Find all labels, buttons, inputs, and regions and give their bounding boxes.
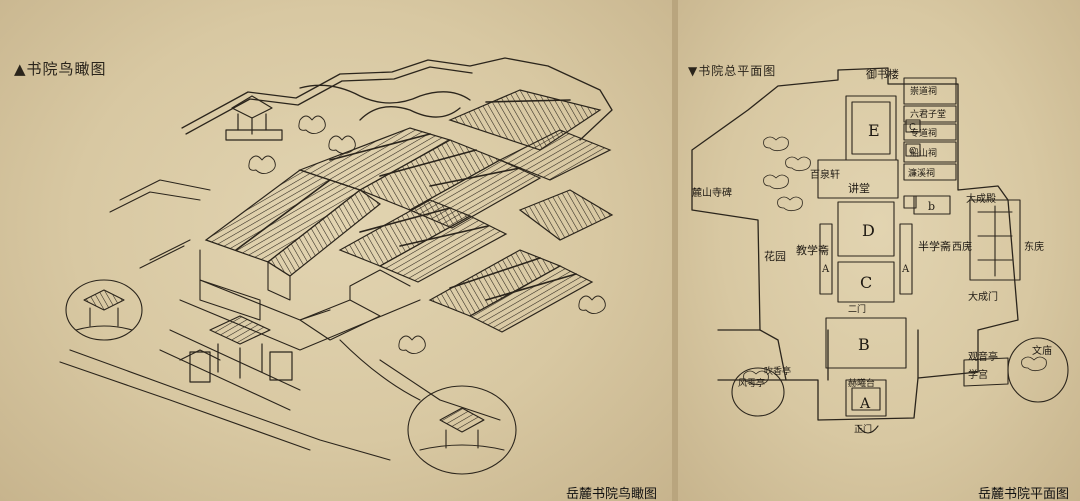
label-wenmiao: 文庙 <box>1032 344 1052 357</box>
plan-buildings <box>817 77 1021 417</box>
trees <box>248 115 606 355</box>
label-liuquanzi: 六君子堂 <box>910 108 946 120</box>
label-dachengmen: 大成门 <box>968 290 998 303</box>
label-banxuezhai: 半学斋 <box>918 239 951 253</box>
site-boundary <box>691 67 1019 421</box>
roof-masses <box>204 89 614 333</box>
site-plan-title: ▼书院总平面图 <box>688 64 777 78</box>
front-gate <box>179 315 293 383</box>
label-xueyuan: 学宫 <box>968 368 988 381</box>
label-xiwu: 西庑 <box>952 240 972 253</box>
panel-divider <box>672 0 678 501</box>
block-b-small: b <box>928 200 935 213</box>
courtyard-walls <box>159 249 421 411</box>
label-chongdaoci: 崇道祠 <box>910 85 937 97</box>
paths <box>59 179 501 461</box>
plan-circles <box>731 337 1069 434</box>
birds-eye-panel: ▲书院鸟瞰图 <box>0 0 672 501</box>
site-plan-panel: ▼书院总平面图 <box>678 0 1080 501</box>
block-e: E <box>868 121 880 140</box>
site-plan-caption: 岳麓书院平面图 <box>978 487 1070 501</box>
label-hexizhai: 赫曦台 <box>848 377 875 389</box>
birds-eye-caption: 岳麓书院鸟瞰图 <box>566 487 658 501</box>
birds-eye-sketch <box>59 57 614 475</box>
label-yidaoci: 专道祠 <box>910 127 937 139</box>
block-a-east: A <box>901 264 910 275</box>
block-c: C <box>860 273 872 292</box>
label-ermen: 二门 <box>848 303 866 315</box>
vignette-left <box>65 279 143 341</box>
label-fengyuting: 风雩亭 <box>738 377 765 389</box>
triangle-down-icon: ▼ <box>688 64 699 78</box>
triangle-up-icon: ▲ <box>14 60 27 78</box>
label-jiaoxuezhai: 教学斋 <box>796 243 829 257</box>
block-c-small-1: C <box>909 123 916 133</box>
label-baiquanxuan: 百泉轩 <box>810 168 840 181</box>
label-lushanke: 麓山寺碑 <box>692 186 732 199</box>
block-c-small-2: C <box>909 147 916 157</box>
label-jiangtang: 讲堂 <box>848 181 870 195</box>
plan-labels: 御书楼 崇道祠 六君子堂 专道祠 船山祠 濂溪祠 百泉轩 讲堂 麓山寺碑 花园 … <box>692 67 1052 435</box>
label-huayuan: 花园 <box>764 250 786 263</box>
block-a-west: A <box>821 264 830 275</box>
label-zhaoge: 观音亭 <box>968 350 998 363</box>
back-wall <box>181 57 613 141</box>
label-yushulou: 御书楼 <box>866 67 899 81</box>
block-d: D <box>862 221 875 240</box>
ridges <box>235 99 577 301</box>
block-b: B <box>858 335 870 354</box>
back-pavilion <box>225 95 283 141</box>
plan-trees <box>743 136 1047 386</box>
label-dachengdian: 大成殿 <box>966 192 996 205</box>
block-a: A <box>859 396 871 412</box>
site-plan-drawing: 御书楼 崇道祠 六君子堂 专道祠 船山祠 濂溪祠 百泉轩 讲堂 麓山寺碑 花园 … <box>691 67 1069 435</box>
birds-eye-title: ▲书院鸟瞰图 <box>14 60 107 78</box>
label-chuanshanci: 船山祠 <box>910 147 937 159</box>
label-dongwu: 东庑 <box>1024 240 1044 253</box>
label-zhengmen: 正门 <box>854 423 872 435</box>
vignette-right <box>407 385 517 475</box>
label-chuifengting: 吹香亭 <box>764 365 791 377</box>
label-shuiyun: 濂溪祠 <box>908 167 935 179</box>
